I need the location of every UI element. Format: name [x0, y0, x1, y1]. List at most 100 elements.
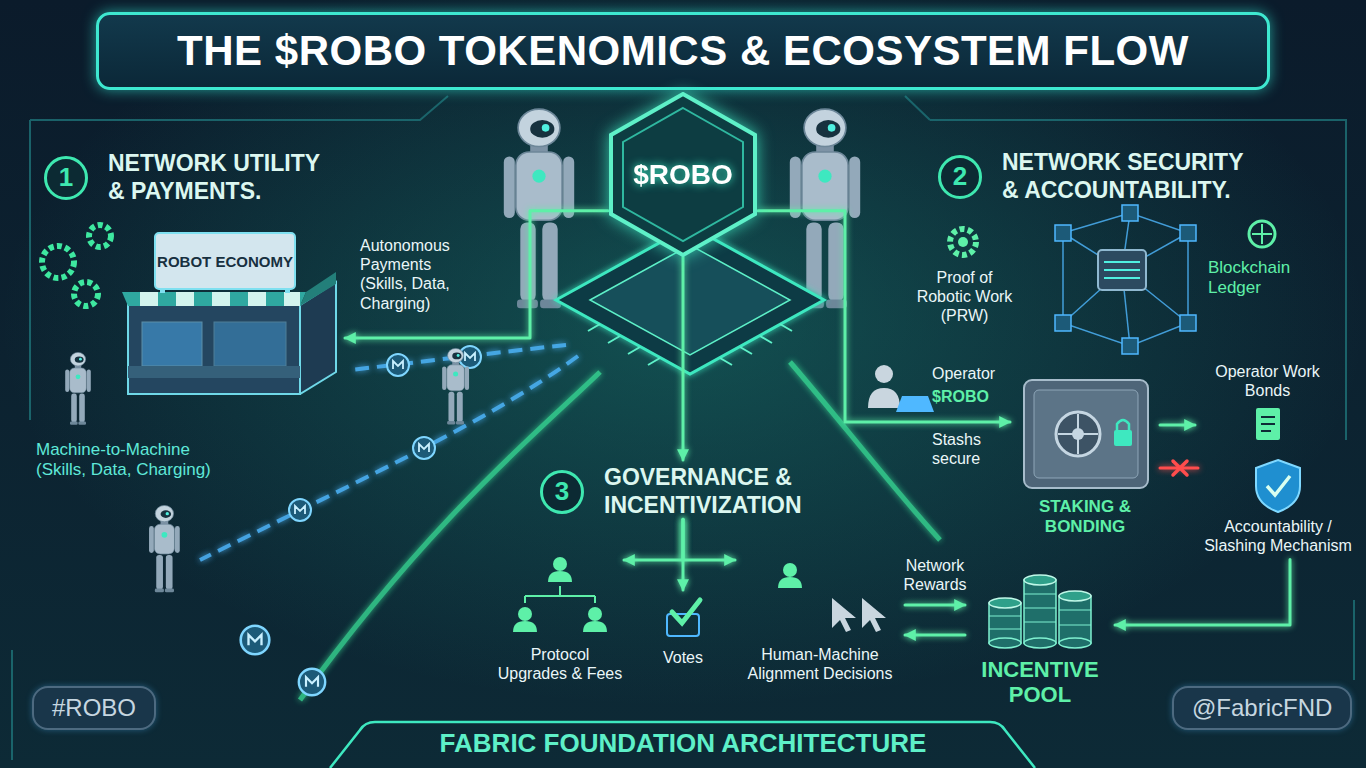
- shield-icon: [1256, 460, 1300, 512]
- section-title: GOVERNANCE & INCENTIVIZATION: [604, 464, 829, 519]
- token-coins: [241, 346, 481, 695]
- alignment-icon: [778, 563, 886, 632]
- blockchain-network: [1055, 315, 1071, 331]
- governance-item: Votes: [645, 590, 721, 667]
- shop-sign: ROBOT ECONOMY: [115, 225, 345, 395]
- blockchain-network: [1055, 205, 1196, 354]
- glow-traces: [790, 362, 940, 540]
- shield-node: Accountability / Slashing Mechanism: [1198, 455, 1358, 559]
- flow-arrow: [345, 211, 608, 338]
- hexagon-outline: [623, 108, 743, 241]
- section-heading: 1NETWORK UTILITY & PAYMENTS.: [44, 146, 333, 205]
- flow-arrow: [1160, 424, 1195, 427]
- alignment-icon: [862, 598, 886, 632]
- tag-pill: #ROBO: [32, 686, 156, 730]
- vote-check: [672, 600, 700, 623]
- alignment-icon: [832, 598, 856, 632]
- vault-illustration: [1058, 414, 1098, 454]
- gear-icons: [42, 246, 74, 278]
- shield-icon: [1267, 476, 1290, 495]
- prw-gear: [958, 237, 968, 247]
- caption-tab: [330, 722, 1035, 768]
- robot-figures: [790, 109, 860, 308]
- edge-label: Autonomous Payments (Skills, Data, Charg…: [360, 236, 475, 313]
- node-text: Accountability / Slashing Mechanism: [1198, 517, 1358, 555]
- flow-arrow: [1115, 559, 1290, 625]
- coin-stacks: [989, 598, 1021, 608]
- coin-stacks: [1024, 580, 1056, 643]
- gear-icons: [89, 225, 111, 247]
- node-text: Operator Work Bonds: [1195, 362, 1340, 400]
- vault-illustration: [1024, 380, 1148, 488]
- vault-node: STAKING & BONDING: [1010, 375, 1160, 538]
- coin-stacks: [1059, 596, 1091, 643]
- shop-illustration: [122, 292, 306, 306]
- coin-stacks: [1059, 638, 1091, 648]
- section-title: NETWORK SECURITY & ACCOUNTABILITY.: [1002, 149, 1262, 204]
- robot-figures: [65, 352, 91, 424]
- callout-number: 3: [540, 470, 584, 514]
- flow-label: Machine-to-Machine (Skills, Data, Chargi…: [36, 440, 236, 481]
- shield-icon: [1256, 460, 1300, 512]
- token-hexagon: $ROBO: [608, 92, 758, 257]
- shop-illustration: [128, 366, 300, 378]
- ledger-icon: [1249, 221, 1275, 247]
- circuit-lines: [905, 96, 930, 120]
- node-text: Votes: [645, 648, 721, 667]
- edge-label: Network Rewards: [891, 556, 979, 594]
- operator-figure: [896, 396, 934, 412]
- node-text: STAKING & BONDING: [1010, 497, 1160, 538]
- governance-tree: [513, 557, 607, 632]
- circuit-lines: [1353, 600, 1355, 680]
- ledger-icon: [1249, 221, 1275, 247]
- caption-text: FABRIC FOUNDATION ARCHITECTURE: [383, 728, 983, 759]
- flow-arrow: [905, 604, 965, 607]
- section-heading: 2NETWORK SECURITY & ACCOUNTABILITY.: [938, 145, 1262, 204]
- operator-label: Operator: [932, 364, 1004, 383]
- flow-arrow: [683, 519, 735, 560]
- ledger-icon: [1252, 224, 1272, 244]
- governance-tree: [583, 607, 607, 632]
- shop-illustration: [140, 292, 158, 306]
- circuit-lines: [30, 96, 448, 120]
- title-text: THE $ROBO TOKENOMICS & ECOSYSTEM FLOW: [177, 27, 1189, 75]
- alignment-icon: [778, 563, 802, 588]
- vault-illustration: [1056, 412, 1100, 456]
- shop-illustration: [212, 292, 230, 306]
- blockchain-network: [1180, 225, 1196, 241]
- vault-illustration: [1114, 430, 1132, 446]
- governance-item: Protocol Upgrades & Fees: [496, 545, 624, 683]
- chip-pins: [720, 324, 792, 365]
- gear-icons: [42, 225, 111, 306]
- token-label: $ROBO: [932, 387, 1004, 406]
- robot-figures: [504, 109, 574, 308]
- coin-stacks: [989, 575, 1091, 648]
- operator-figure: [868, 365, 934, 412]
- chip-pins: [588, 324, 660, 365]
- vault-illustration: [1034, 390, 1138, 478]
- governance-tree: [513, 607, 537, 632]
- blockchain-network: [1122, 205, 1138, 221]
- shop-illustration: [122, 233, 336, 394]
- token-coins: [387, 354, 409, 376]
- shop-illustration: [155, 233, 295, 289]
- coin-stacks: [989, 638, 1021, 648]
- token-coins: [413, 437, 435, 459]
- flow-arrow: [624, 519, 683, 560]
- shop-illustration: [300, 272, 336, 306]
- governance-tree: [513, 557, 607, 632]
- operator-label: Stashs secure: [932, 430, 1004, 468]
- vault-illustration: [1024, 380, 1148, 488]
- robot-figures: [149, 505, 180, 592]
- operator-figure: [868, 388, 900, 408]
- section-title: NETWORK UTILITY & PAYMENTS.: [108, 150, 333, 205]
- node-text: Human-Machine Alignment Decisions: [735, 645, 905, 683]
- vote-check: [667, 600, 700, 636]
- shop-illustration: [248, 292, 266, 306]
- flow-arrow: [1160, 467, 1198, 470]
- coin-stacks: [1024, 575, 1056, 585]
- operator-figure: [868, 365, 900, 408]
- token-coins: [289, 499, 311, 521]
